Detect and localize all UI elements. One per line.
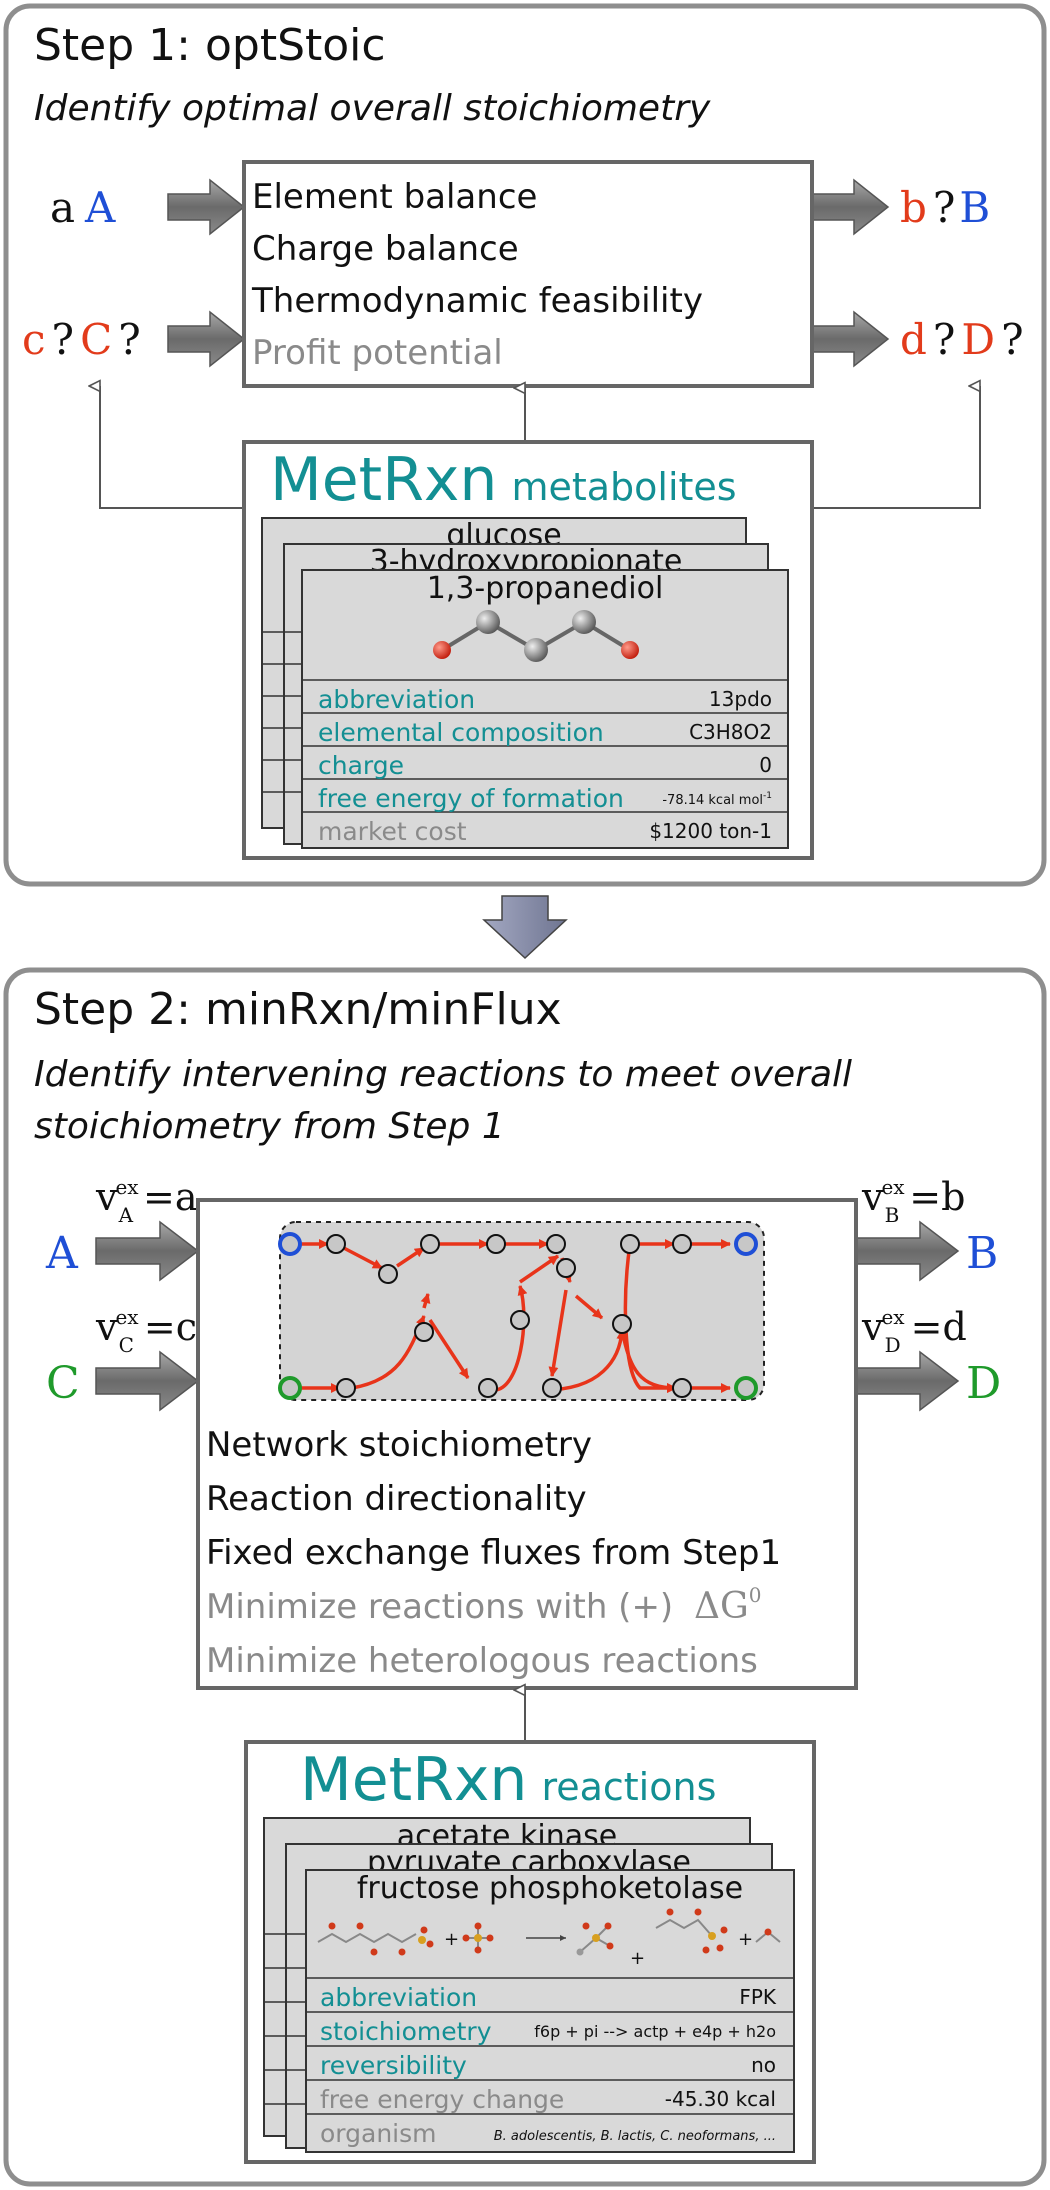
connector-to-d: [812, 386, 981, 509]
metabolite-row-label-composition: elemental composition: [318, 718, 604, 747]
reaction-row-label-organism: organism: [320, 2119, 437, 2148]
constraint-fixed-exchange-fluxes: Fixed exchange fluxes from Step1: [206, 1533, 781, 1573]
constraint-network-stoichiometry: Network stoichiometry: [206, 1425, 592, 1465]
network-edges: [290, 1239, 731, 1393]
reaction-row-value-free-energy: -45.30 kcal: [665, 2087, 776, 2111]
metabolite-card-back-stubs: [262, 631, 302, 793]
reaction-row-value-organism: B. adolescentis, B. lactis, C. neoforman…: [494, 2129, 776, 2144]
metabolite-b: B: [966, 1228, 998, 1279]
reaction-row-label-abbreviation: abbreviation: [320, 1983, 477, 2012]
reaction-scheme-image: + + +: [317, 1908, 781, 1969]
step1-subtitle: Identify optimal overall stoichiometry: [34, 88, 711, 129]
constraint-thermodynamic-feasibility: Thermodynamic feasibility: [251, 281, 703, 321]
constraint-element-balance: Element balance: [252, 177, 537, 217]
metabolite-card-rows: [302, 679, 788, 813]
objective-minimize-heterologous: Minimize heterologous reactions: [206, 1641, 758, 1681]
metabolite-row-value-charge: 0: [759, 753, 772, 777]
optstoic-constraint-box: [242, 160, 814, 388]
metabolite-d: D: [966, 1358, 1001, 1409]
objective-delta-g-symbol: ΔG0: [694, 1583, 762, 1627]
output-b-arrow: [811, 178, 890, 236]
svg-text:+: +: [444, 1929, 459, 1950]
constraint-charge-balance: Charge balance: [252, 229, 519, 269]
step2-title: Step 2: minRxn/minFlux: [34, 984, 562, 1035]
network-node-a: [278, 1232, 302, 1256]
network-node-d: [734, 1376, 758, 1400]
metabolite-card-title: 1,3-propanediol: [427, 571, 664, 606]
network-node-b: [734, 1232, 758, 1256]
step1-title: Step 1: optStoic: [34, 20, 386, 71]
metabolite-row-value-free-energy: -78.14 kcal mol-1: [662, 791, 772, 808]
reaction-card-front: [305, 1869, 795, 2153]
reaction-row-label-free-energy: free energy change: [320, 2085, 564, 2114]
step2-subtitle-line1: Identify intervening reactions to meet o…: [34, 1054, 852, 1095]
metabolite-card-front: [301, 569, 789, 849]
flux-c-arrow: [95, 1350, 200, 1412]
metabolite-row-label-free-energy: free energy of formation: [318, 784, 624, 813]
reaction-row-value-stoichiometry: f6p + pi --> actp + e4p + h2o: [534, 2022, 776, 2041]
metabolite-c: C: [46, 1358, 80, 1409]
output-d-label: d?D?: [900, 315, 1024, 364]
reaction-row-value-reversibility: no: [751, 2053, 776, 2077]
connector-to-c: [100, 386, 244, 509]
output-b-label: b?B: [900, 183, 990, 232]
reaction-card-title: fructose phosphoketolase: [357, 1871, 743, 1906]
reaction-card-rows: [306, 1977, 794, 2115]
objective-profit-potential: Profit potential: [252, 333, 503, 373]
constraint-reaction-directionality: Reaction directionality: [206, 1479, 587, 1519]
propanediol-molecule-image: [433, 610, 639, 662]
metabolite-row-value-market-cost: $1200 ton-1: [649, 819, 772, 843]
objective-minimize-positive-dg: Minimize reactions with (+): [206, 1587, 673, 1627]
input-c-arrow: [167, 310, 246, 368]
metabolite-row-value-abbreviation: 13pdo: [709, 687, 772, 711]
svg-text:+: +: [630, 1948, 645, 1969]
metabolite-row-label-market-cost: market cost: [318, 817, 467, 846]
network-nodes: [326, 1234, 692, 1398]
network-node-c: [278, 1376, 302, 1400]
step2-subtitle-line2: stoichiometry from Step 1: [34, 1106, 505, 1147]
flux-d-arrow: [855, 1350, 960, 1412]
input-a-arrow: [167, 178, 246, 236]
output-d-arrow: [811, 310, 890, 368]
flux-b-arrow: [855, 1220, 960, 1282]
reaction-card-back-stubs: [264, 1933, 306, 2105]
metabolite-row-value-composition: C3H8O2: [689, 720, 772, 744]
reaction-row-label-reversibility: reversibility: [320, 2051, 467, 2080]
input-c-label: c?C?: [22, 315, 141, 364]
reaction-row-value-abbreviation: FPK: [739, 1985, 777, 2009]
metabolite-row-label-charge: charge: [318, 751, 404, 780]
reaction-row-label-stoichiometry: stoichiometry: [320, 2017, 492, 2046]
metabolite-row-label-abbreviation: abbreviation: [318, 685, 475, 714]
metabolite-a: A: [45, 1228, 79, 1279]
flux-a-arrow: [95, 1220, 200, 1282]
svg-text:+: +: [738, 1929, 753, 1950]
step-transition-arrow: [482, 895, 568, 960]
